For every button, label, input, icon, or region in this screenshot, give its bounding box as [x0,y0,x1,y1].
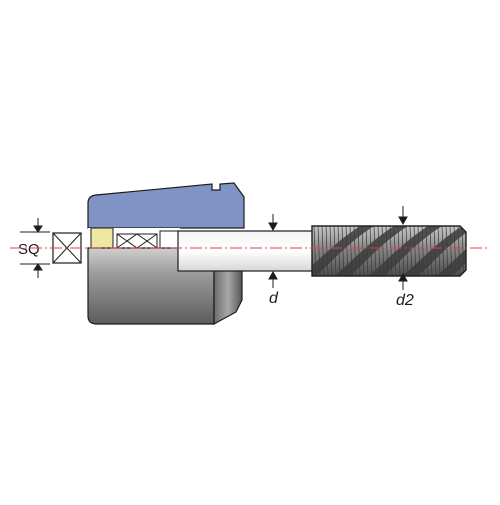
thread-tooth [409,226,413,276]
spiral-flute [334,226,408,276]
tap-shank [177,230,315,272]
d-dimension-arrows [268,214,278,288]
thread-tooth [325,226,329,276]
sq-dimension-arrows [20,218,50,278]
spiral-flute [402,226,466,276]
d2-label: d2 [396,292,414,309]
rubber-insert [116,233,158,249]
sq-label: SQ [18,241,40,258]
spiral-flute [312,226,374,276]
d2-dimension-arrows [398,206,408,290]
spiral-flute [436,226,466,276]
yellow-seal-ring [90,227,114,249]
tap-thread [311,225,467,277]
thread-tooth [341,226,345,276]
spiral-flute [368,226,442,276]
collet-nut [87,182,245,229]
shank-step [159,230,179,249]
d-label: d [269,290,279,307]
